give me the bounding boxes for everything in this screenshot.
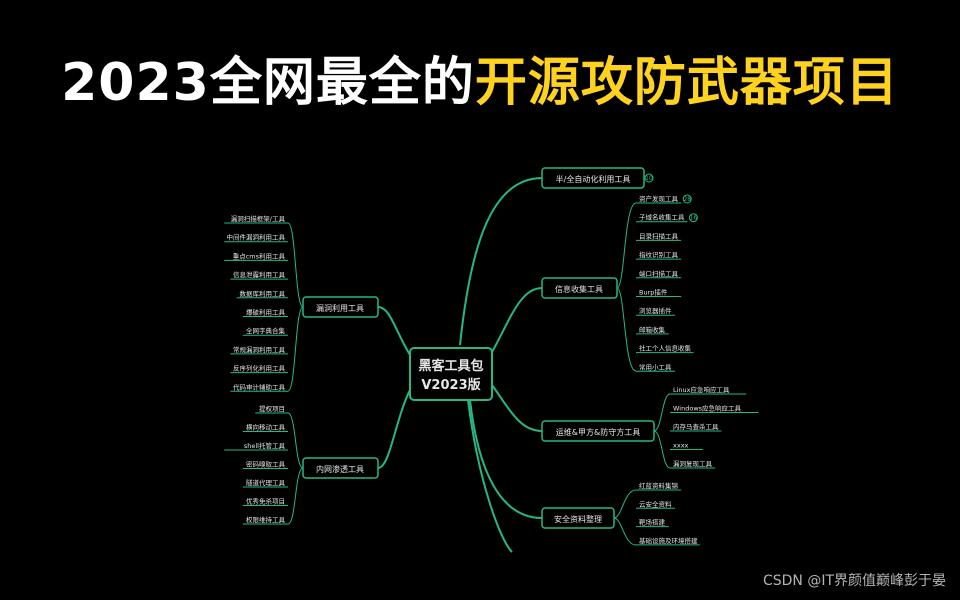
leaf-label: 优秀免杀项目 [246, 497, 285, 506]
leaf-label: 隧道代理工具 [246, 478, 286, 487]
leaf-label: 社工个人信息收集 [639, 344, 692, 353]
branch-label: 运维&甲方&防守方工具 [556, 427, 640, 437]
leaf-label: 邮箱收集 [639, 325, 666, 334]
leaf-label: Burp插件 [639, 288, 668, 297]
leaf-label: 密码嗅取工具 [246, 460, 286, 469]
center-node: 黑客工具包 V2023版 [409, 347, 493, 401]
count-badge: 28 [683, 196, 691, 203]
branch-label: 内网渗透工具 [316, 464, 364, 474]
leaf-label: 资产发现工具 [639, 194, 679, 203]
branch-label: 半/全自动化利用工具 [556, 174, 631, 184]
branch-label: 信息收集工具 [555, 284, 603, 294]
watermark: CSDN @IT界颜值巅峰彭于晏 [762, 573, 946, 589]
title-part-yellow: 开源攻防武器项目 [474, 53, 899, 113]
branch-label: 漏洞利用工具 [316, 303, 364, 313]
center-line-1: 黑客工具包 [418, 358, 483, 374]
leaf-label: 重点cms利用工具 [233, 251, 286, 260]
leaf-label: shell托管工具 [244, 441, 286, 450]
main-links [377, 177, 543, 553]
leaf-label: xxxx [673, 442, 689, 450]
title-part-white: 2023全网最全的 [61, 53, 475, 113]
leaf-label: 横向移动工具 [246, 423, 286, 432]
center-line-2: V2023版 [421, 377, 480, 393]
leaf-label: 爆破利用工具 [246, 308, 286, 317]
leaf-label: 指纹识别工具 [639, 250, 679, 259]
leaf-label: 反序列化利用工具 [233, 364, 286, 373]
leaf-label: Windows应急响应工具 [673, 404, 742, 413]
count-badge-ring [682, 194, 692, 204]
leaf-label: 中间件漏洞利用工具 [227, 233, 286, 242]
leaf-label: Linux应急响应工具 [673, 385, 730, 394]
page-title: 2023全网最全的开源攻防武器项目 [0, 48, 960, 118]
branch-info-gather: 信息收集工具 资产发现工具 28 子域名收集工具 16 目录扫描工具指纹识别工具端口扫描… [541, 194, 698, 372]
leaf-label: 目录扫描工具 [639, 231, 679, 240]
count-badge-ring [688, 213, 698, 223]
leaf-label: 代码审计辅助工具 [233, 382, 286, 391]
branch-ops: 运维&甲方&防守方工具 Linux应急响应工具 Windows应急响应工具内存马查… [541, 385, 759, 469]
leaf-label: 全网字典合集 [246, 326, 286, 335]
leaf-label: 信息泄露利用工具 [233, 270, 286, 279]
leaf-label: 靶场搭建 [639, 518, 666, 527]
leaf-label: 云安全资料 [639, 499, 672, 508]
leaf-label: 浏览器插件 [639, 306, 672, 315]
leaf-label: 子域名收集工具 [639, 213, 685, 222]
leaf-label: 漏洞复现工具 [673, 459, 713, 468]
leaf-label: 权限维持工具 [246, 515, 286, 524]
leaf-label: 基础设施及环境搭建 [639, 536, 698, 545]
leaf-label: 常规漏洞利用工具 [233, 345, 286, 354]
leaf-label: 端口扫描工具 [639, 269, 679, 278]
leaf-label: 数据库利用工具 [240, 289, 286, 298]
count-badge: 10 [645, 175, 653, 182]
branch-label: 安全资料整理 [554, 514, 602, 524]
leaf-label: 漏洞扫描框架/工具 [231, 214, 286, 223]
branch-vuln: 漏洞利用工具 漏洞扫描框架/工具中间件漏洞利用工具重点cms利用工具信息泄露利用… [224, 214, 379, 392]
leaf-label: 常用小工具 [639, 362, 672, 371]
leaf-label: 红蓝资料集锦 [639, 481, 679, 490]
branch-semi-auto: 半/全自动化利用工具 10 [541, 167, 654, 189]
leaf-label: 内存马查杀工具 [673, 422, 719, 431]
count-badge: 16 [690, 215, 698, 222]
leaf-label: 提权项目 [259, 404, 285, 413]
